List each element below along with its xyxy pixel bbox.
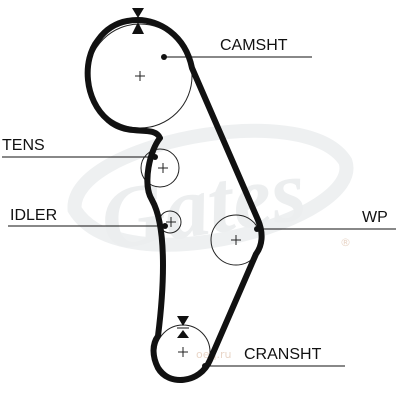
timing-mark-icon — [177, 316, 189, 338]
leader-dot-icon — [161, 54, 167, 60]
crankshaft-label: CRANSHT — [244, 346, 322, 363]
leader-dot-icon — [254, 226, 260, 232]
timing-mark-icon — [132, 8, 144, 34]
center-cross-icon — [231, 235, 241, 245]
tensioner-pulley — [140, 148, 180, 188]
tensioner-label: TENS — [2, 137, 45, 154]
registered-mark: ® — [340, 236, 351, 249]
idler-label: IDLER — [10, 207, 57, 224]
camshaft-label: CAMSHT — [220, 37, 288, 54]
center-cross-icon — [158, 163, 168, 173]
leader-dot-icon — [202, 363, 208, 369]
center-cross-icon — [178, 347, 188, 357]
center-cross-icon — [135, 71, 145, 81]
leader-dot-icon — [162, 223, 168, 229]
center-cross-icon — [166, 217, 176, 227]
center-crosses — [135, 71, 241, 357]
leader-lines — [2, 56, 396, 367]
water-pump-label: WP — [362, 209, 388, 226]
timing-belt — [84, 17, 265, 383]
gates-watermark: Gates — [67, 123, 354, 270]
leader-dots — [152, 54, 260, 369]
leader-dot-icon — [152, 154, 158, 160]
